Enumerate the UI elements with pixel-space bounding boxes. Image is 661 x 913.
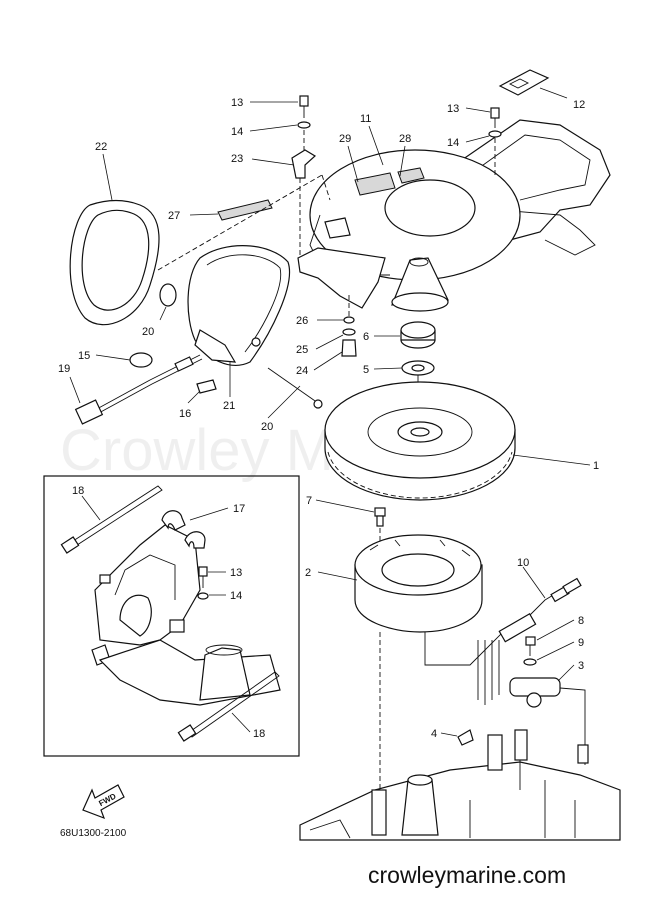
silencer-21 xyxy=(187,245,290,366)
clamp-17 xyxy=(161,510,206,549)
callout-5: 5 xyxy=(363,364,369,376)
inset-bracket xyxy=(91,524,281,706)
callout-20-upper: 20 xyxy=(142,326,154,338)
website-footer: crowleymarine.com xyxy=(368,862,566,888)
callout-29: 29 xyxy=(339,133,351,145)
label-plate-12 xyxy=(498,69,550,96)
callout-13-top: 13 xyxy=(231,97,243,109)
tag-16 xyxy=(196,379,217,394)
seal-strip-27 xyxy=(217,199,273,221)
callout-4: 4 xyxy=(431,728,437,740)
stator-2 xyxy=(354,534,483,633)
bolt-13-top xyxy=(297,95,311,150)
pulser-coil-3 xyxy=(509,677,591,803)
callout-9: 9 xyxy=(578,637,584,649)
callout-20-lower: 20 xyxy=(261,421,273,433)
callout-11: 11 xyxy=(360,113,371,125)
leader-lines xyxy=(69,87,591,737)
callout-21: 21 xyxy=(223,400,235,412)
inset-bolt-13 xyxy=(197,566,209,600)
callout-1: 1 xyxy=(593,460,599,472)
callout-12: 12 xyxy=(573,99,585,111)
washer-5 xyxy=(401,360,435,376)
callout-16: 16 xyxy=(179,408,191,420)
bolt-7 xyxy=(374,507,386,527)
flywheel-cover xyxy=(297,119,611,312)
fwd-arrow-icon: FWD xyxy=(82,784,125,820)
callout-6: 6 xyxy=(363,331,369,343)
nut-24 xyxy=(341,339,357,357)
drawing-code: 68U1300-2100 xyxy=(60,828,127,839)
callout-13-inset: 13 xyxy=(230,567,242,579)
callout-27: 27 xyxy=(168,210,180,222)
washer-25 xyxy=(342,328,356,336)
callout-18-bottom: 18 xyxy=(253,728,265,740)
callout-10: 10 xyxy=(517,557,529,569)
cable-tie-18-bottom xyxy=(177,671,280,742)
callout-19: 19 xyxy=(58,363,70,375)
bolt-8 xyxy=(525,636,536,656)
pulley-6 xyxy=(400,321,436,349)
crankcase xyxy=(299,729,621,841)
plug-15 xyxy=(129,352,153,368)
callout-17: 17 xyxy=(233,503,245,515)
bolt-13-right xyxy=(488,107,502,175)
seal-ring-22 xyxy=(69,199,160,326)
clip-23 xyxy=(291,149,317,179)
callout-25: 25 xyxy=(296,344,308,356)
callout-22: 22 xyxy=(95,141,107,153)
cable-20 xyxy=(267,367,319,404)
washer-9 xyxy=(523,658,537,666)
callout-numbers: 13 14 12 13 14 22 29 11 28 23 27 20 26 6… xyxy=(58,97,599,740)
callout-24: 24 xyxy=(296,365,308,377)
callout-8: 8 xyxy=(578,615,584,627)
cable-19 xyxy=(74,354,203,425)
cable-tie-18-top xyxy=(60,485,163,554)
callout-13-right: 13 xyxy=(447,103,459,115)
callout-15: 15 xyxy=(78,350,90,362)
dowel-4 xyxy=(457,729,474,746)
inset-box xyxy=(43,475,300,757)
grommet-20 xyxy=(159,283,177,307)
callout-18-top: 18 xyxy=(72,485,84,497)
callout-14-inset: 14 xyxy=(230,590,242,602)
washer-26 xyxy=(343,316,355,324)
callout-23: 23 xyxy=(231,153,243,165)
callout-28: 28 xyxy=(399,133,411,145)
callout-14-right: 14 xyxy=(447,137,459,149)
callout-14-top: 14 xyxy=(231,126,243,138)
callout-2: 2 xyxy=(305,567,311,579)
callout-26: 26 xyxy=(296,315,308,327)
flywheel-1 xyxy=(324,381,516,501)
callout-3: 3 xyxy=(578,660,584,672)
stator-wires xyxy=(424,577,582,705)
callout-7: 7 xyxy=(306,495,312,507)
